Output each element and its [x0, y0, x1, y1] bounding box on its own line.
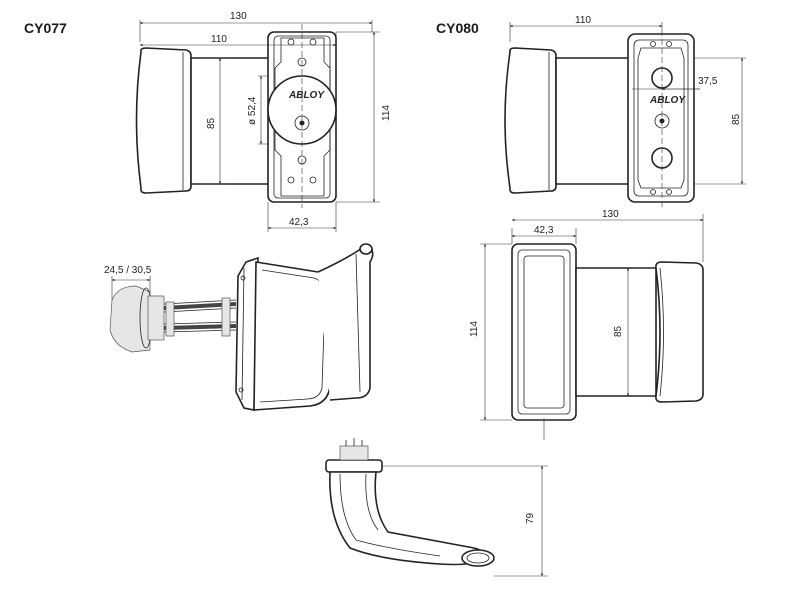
- pull-handle-dimensions: 79: [382, 465, 548, 577]
- cy077-brand-mark: ABLOY: [288, 90, 325, 101]
- cy077-dim-dia: ø 52,4: [247, 96, 258, 125]
- cy080-dim-110: 110: [575, 15, 591, 26]
- cy077-title: CY077: [24, 20, 67, 36]
- side-dim-130: 130: [602, 209, 619, 220]
- cy080-dim-85: 85: [731, 113, 742, 125]
- side-dim-85: 85: [613, 325, 624, 337]
- cy077-front-view: ABLOY: [135, 24, 337, 208]
- cy077-dim-130: 130: [230, 11, 247, 22]
- isometric-dimensions: 24,5 / 30,5: [104, 265, 152, 300]
- cy077-dimensions: 130 110 85 ø 52,4 114 42,3: [139, 11, 392, 232]
- side-view-dimensions: 42,3 130 114 85: [469, 209, 704, 421]
- isometric-view: [109, 243, 374, 411]
- cy080-dimensions: 110 37,5 85: [509, 15, 746, 185]
- cy077-dim-114: 114: [381, 105, 392, 121]
- side-dim-114: 114: [469, 321, 480, 337]
- cy080-front-view: ABLOY: [504, 30, 695, 210]
- pull-dim-79: 79: [525, 512, 536, 524]
- cy077-dim-110: 110: [211, 34, 227, 45]
- cy077-dim-423: 42,3: [289, 217, 309, 228]
- side-dim-423: 42,3: [534, 225, 554, 236]
- cy080-title: CY080: [436, 20, 479, 36]
- side-view: [511, 243, 704, 440]
- cy080-dim-375: 37,5: [698, 76, 718, 87]
- cy080-brand-mark: ABLOY: [649, 95, 686, 106]
- cy077-dim-85: 85: [206, 117, 217, 129]
- iso-dim-spindle: 24,5 / 30,5: [104, 265, 152, 276]
- pull-handle-view: [325, 438, 495, 567]
